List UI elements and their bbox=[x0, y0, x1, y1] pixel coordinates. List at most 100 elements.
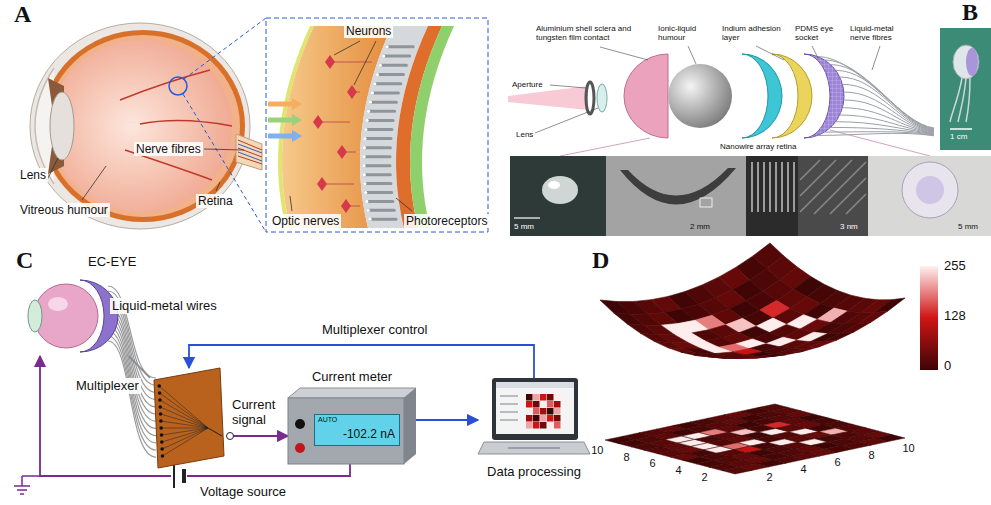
surface-cell bbox=[858, 311, 889, 324]
device-label: Multiplexer bbox=[74, 378, 141, 394]
drawing-part bbox=[798, 156, 868, 236]
nerve-fibre bbox=[840, 115, 934, 133]
surface-cell bbox=[824, 332, 855, 342]
drawing-part bbox=[292, 130, 302, 142]
switch-line bbox=[161, 414, 208, 428]
drawing-part bbox=[620, 168, 736, 205]
pin bbox=[160, 447, 164, 451]
photoreceptor-rod bbox=[364, 155, 390, 158]
axis-tick: 2 bbox=[701, 471, 707, 484]
surface-cell bbox=[875, 298, 906, 313]
screen-line bbox=[500, 403, 518, 405]
screen-heatmap-cell bbox=[554, 422, 561, 429]
connector-label: Liquid-metal wires bbox=[110, 298, 219, 314]
terminal bbox=[295, 443, 305, 453]
switch-line bbox=[160, 400, 208, 428]
pin bbox=[159, 426, 163, 430]
screen-heatmap-cell bbox=[554, 408, 561, 415]
switch-line bbox=[159, 386, 208, 428]
highlight bbox=[48, 297, 68, 311]
switch-line bbox=[162, 428, 208, 449]
surface-cell bbox=[790, 347, 821, 354]
connector-label: Voltage source bbox=[200, 484, 286, 500]
current-meter: Current meterAUTO-102.2 nA bbox=[288, 368, 416, 464]
rod-tip bbox=[371, 91, 374, 94]
screen-heatmap-cell bbox=[547, 415, 554, 422]
panel-letter: B bbox=[962, 0, 978, 24]
meter-display: AUTO-102.2 nA bbox=[314, 414, 400, 446]
drawing-part bbox=[238, 144, 262, 161]
part-label: Lens bbox=[516, 130, 533, 140]
device-exploded-view bbox=[508, 46, 930, 156]
pin bbox=[160, 433, 164, 437]
pin bbox=[157, 384, 161, 388]
drawing-part bbox=[746, 156, 798, 236]
nerve-fibre bbox=[818, 57, 934, 128]
drawing-part bbox=[268, 118, 292, 123]
photoreceptor-rod bbox=[366, 128, 392, 131]
photoreceptor-rod bbox=[377, 73, 403, 76]
rod-tip bbox=[382, 54, 385, 57]
drawing-part bbox=[966, 48, 978, 76]
drawing-part bbox=[624, 54, 668, 138]
screen-heatmap-cell bbox=[540, 415, 547, 422]
photoreceptor-rod bbox=[370, 218, 396, 221]
drawing-part bbox=[514, 217, 540, 218]
rod-tip bbox=[364, 128, 367, 131]
laptop-screen bbox=[492, 378, 578, 440]
axis-tick: 10 bbox=[903, 442, 915, 455]
nerve-fibre bbox=[842, 84, 934, 131]
drawing-part bbox=[535, 46, 880, 133]
drawing-part bbox=[868, 156, 991, 236]
photoreceptor-rod bbox=[366, 191, 392, 194]
screen-heatmap-cell bbox=[547, 408, 554, 415]
drawing-part bbox=[227, 433, 234, 440]
drawing-part bbox=[700, 198, 712, 207]
screen-heatmap-cell bbox=[540, 422, 547, 429]
pin bbox=[159, 412, 163, 416]
photoreceptor-rod bbox=[369, 110, 395, 113]
rod-tip bbox=[379, 64, 382, 67]
drawing-part bbox=[268, 134, 292, 139]
photoreceptor-rod bbox=[370, 101, 396, 104]
eye-shell bbox=[34, 284, 98, 348]
switch-line bbox=[161, 421, 208, 428]
meter-top bbox=[288, 388, 416, 398]
axis-tick: 4 bbox=[675, 464, 681, 477]
rod-tip bbox=[365, 200, 368, 203]
drawing-part bbox=[950, 78, 970, 122]
drawing-part bbox=[742, 54, 782, 138]
drawing-part bbox=[510, 156, 606, 236]
switch-line bbox=[208, 428, 222, 436]
drawing-part bbox=[953, 45, 979, 79]
screen-heatmap-cell bbox=[526, 415, 533, 422]
screen-heatmap-cell bbox=[526, 422, 533, 429]
colorbar-tick: 0 bbox=[944, 358, 951, 374]
scale-bar-label: 3 nm bbox=[840, 222, 858, 232]
screen-heatmap-cell bbox=[526, 408, 533, 415]
rod-tip bbox=[367, 110, 370, 113]
device-label: EC-EYE bbox=[88, 254, 136, 270]
pin bbox=[158, 405, 162, 409]
nerve-fibre bbox=[831, 65, 934, 130]
drawing-part bbox=[916, 176, 944, 204]
screen-heatmap-cell bbox=[547, 401, 554, 408]
drawing-part bbox=[120, 70, 232, 180]
toolbar bbox=[496, 382, 574, 388]
panel-letter: A bbox=[14, 2, 31, 26]
screen-heatmap-cell bbox=[540, 394, 547, 401]
drawing-part bbox=[542, 176, 578, 204]
drawing-part bbox=[46, 35, 240, 217]
colorbar-tick: 255 bbox=[944, 258, 966, 274]
photoreceptor-rod bbox=[375, 82, 401, 85]
screen-line bbox=[500, 419, 518, 421]
screen-line bbox=[500, 411, 518, 413]
device-label: Current meter bbox=[312, 369, 392, 385]
part-label: Ionic-liquid humour bbox=[658, 24, 718, 42]
rod-tip bbox=[369, 101, 372, 104]
axis-tick: 10 bbox=[591, 444, 603, 457]
photoreceptor-rod bbox=[372, 91, 398, 94]
drawing-part bbox=[238, 140, 262, 164]
screen-heatmap-cell bbox=[533, 408, 540, 415]
